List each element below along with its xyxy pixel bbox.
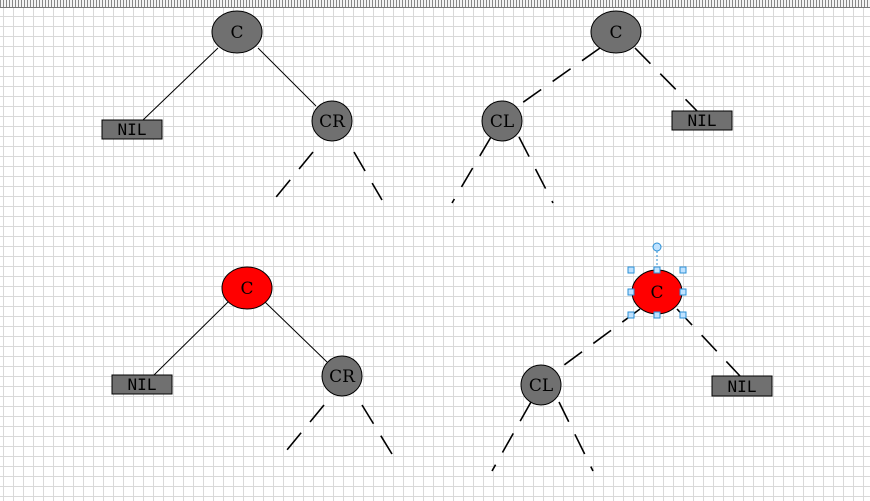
top-ruler: [0, 0, 870, 8]
nil-label: NIL: [688, 111, 717, 130]
edge-root-nil: [676, 308, 741, 377]
resize-handle-top[interactable]: [653, 266, 661, 274]
edge-root-child: [257, 47, 317, 107]
node-child-label: CR: [329, 367, 356, 387]
nil-box[interactable]: [101, 119, 163, 140]
nil-label: NIL: [728, 377, 757, 396]
edge-child-right-subtree: [518, 136, 554, 204]
edge-root-nil: [142, 47, 219, 121]
node-child-label: CR: [319, 112, 346, 132]
nil-box[interactable]: [111, 374, 173, 395]
node-root-label: C: [240, 279, 253, 299]
tree-diagram-4: C NIL CL: [491, 242, 773, 472]
edge-child-left-subtree: [451, 136, 492, 204]
resize-handle-right[interactable]: [679, 288, 687, 296]
node-child-label: CL: [529, 376, 553, 396]
edge-child-left-subtree: [271, 151, 314, 203]
edge-root-nil: [634, 47, 701, 115]
nil-box[interactable]: [711, 375, 773, 397]
node-child[interactable]: [520, 364, 562, 406]
edge-child-left-subtree: [491, 401, 532, 472]
resize-handle-bottom-right[interactable]: [679, 311, 687, 319]
nil-box[interactable]: [671, 110, 733, 131]
nil-label: NIL: [128, 375, 157, 394]
edge-child-right-subtree: [353, 151, 383, 201]
node-root-label: C: [650, 283, 663, 303]
resize-handle-top-right[interactable]: [679, 266, 687, 274]
node-root[interactable]: [590, 10, 642, 54]
resize-handle-bottom[interactable]: [653, 311, 661, 319]
edge-root-child: [555, 308, 641, 372]
node-child[interactable]: [321, 355, 363, 397]
node-root-label: C: [609, 23, 622, 43]
edge-root-child: [514, 47, 601, 109]
resize-handle-bottom-left[interactable]: [627, 311, 635, 319]
nil-label: NIL: [118, 120, 147, 139]
tree-diagram-1: C NIL CR: [101, 10, 383, 203]
edge-child-right-subtree: [361, 404, 393, 455]
edge-root-nil: [153, 301, 229, 376]
node-root[interactable]: [211, 10, 263, 54]
tree-diagram-3: C NIL CR: [111, 266, 393, 457]
tree-diagram-2: C NIL CL: [451, 10, 733, 204]
node-root-label: C: [230, 23, 243, 43]
selection-frame[interactable]: [627, 242, 687, 319]
node-root[interactable]: [221, 266, 273, 310]
node-child-label: CL: [490, 112, 514, 132]
node-child[interactable]: [311, 100, 353, 142]
resize-handle-left[interactable]: [627, 288, 635, 296]
edge-root-child: [264, 301, 328, 363]
resize-handle-top-left[interactable]: [627, 266, 635, 274]
rotate-handle[interactable]: [652, 242, 662, 252]
edge-child-right-subtree: [558, 401, 594, 472]
node-child[interactable]: [481, 100, 523, 142]
edge-child-left-subtree: [281, 404, 325, 457]
